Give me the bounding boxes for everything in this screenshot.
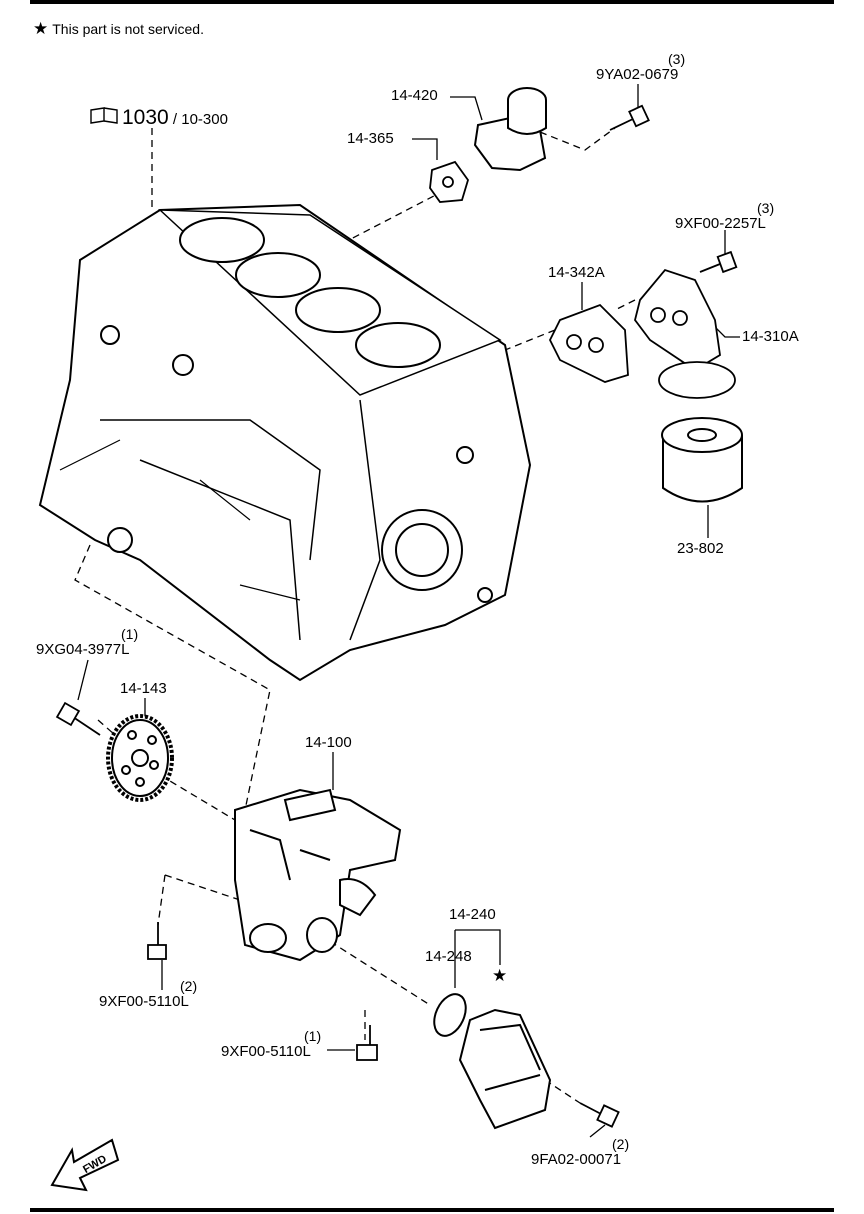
label-14-420: 14-420 bbox=[391, 87, 438, 104]
note-text: This part is not serviced. bbox=[52, 21, 204, 37]
qty-9xf00-5110l-2: (2) bbox=[180, 978, 198, 994]
oil-strainer-14-240 bbox=[458, 1008, 552, 1130]
label-14-100: 14-100 bbox=[305, 734, 352, 751]
star-marker: ★ bbox=[492, 966, 508, 985]
sprocket-14-143 bbox=[106, 714, 174, 802]
gasket-14-365 bbox=[429, 160, 469, 203]
label-14-143: 14-143 bbox=[120, 680, 167, 697]
label-14-248: 14-248 bbox=[425, 948, 472, 965]
qty-9ya02-0679: (3) bbox=[668, 51, 686, 67]
gasket-14-342a bbox=[548, 303, 629, 383]
label-14-310a: 14-310A bbox=[742, 328, 799, 345]
top-border bbox=[30, 0, 834, 4]
label-9xf00-5110l-2: 9XF00-5110L bbox=[99, 993, 189, 1010]
label-14-365: 14-365 bbox=[347, 130, 394, 147]
bolt-9fa02-00071 bbox=[579, 1102, 620, 1128]
oil-filter-23-802 bbox=[661, 417, 743, 503]
cylinder-block-1030 bbox=[38, 203, 532, 682]
qty-9xf00-5110l-1: (1) bbox=[304, 1028, 322, 1044]
label-9xf00-5110l-1: 9XF00-5110L bbox=[221, 1043, 311, 1060]
qty-9xg04-3977l: (1) bbox=[121, 626, 139, 642]
o-ring-14-248 bbox=[433, 993, 467, 1037]
star-icon: ★ bbox=[33, 19, 49, 38]
oil-control-valve-14-420 bbox=[473, 87, 547, 172]
bolt-9xf00-5110l-2 bbox=[147, 922, 167, 960]
qty-9fa02-00071: (2) bbox=[612, 1136, 630, 1152]
qty-9xf00-2257l: (3) bbox=[757, 200, 775, 216]
bottom-border bbox=[30, 1208, 834, 1212]
oil-filter-body-14-310a bbox=[634, 268, 736, 399]
oil-pump-14-100 bbox=[234, 788, 402, 962]
label-14-240: 14-240 bbox=[449, 906, 496, 923]
label-14-342a: 14-342A bbox=[548, 264, 605, 281]
not-serviced-note: ★This part is not serviced. bbox=[33, 20, 204, 38]
label-9fa02-00071: 9FA02-00071 bbox=[531, 1151, 622, 1168]
bolt-9xf00-5110l-1 bbox=[356, 1025, 378, 1061]
book-icon bbox=[90, 107, 118, 124]
label-23-802: 23-802 bbox=[677, 540, 724, 557]
label-9xf00-2257l: 9XF00-2257L bbox=[675, 215, 766, 232]
bolt-9xf00-2257l bbox=[699, 250, 738, 274]
reference-sub: / 10-300 bbox=[168, 111, 228, 128]
solid-leaders bbox=[77, 84, 740, 1138]
fwd-arrow-icon: FWD bbox=[50, 1138, 120, 1192]
bolt-9ya02-0679 bbox=[609, 104, 650, 131]
section-reference: 1030 / 10-300 bbox=[122, 106, 228, 130]
reference-main: 1030 bbox=[122, 106, 169, 129]
label-9xg04-3977l: 9XG04-3977L bbox=[36, 641, 130, 658]
bolt-9xg04-3977l bbox=[55, 701, 101, 736]
label-9ya02-0679: 9YA02-0679 bbox=[596, 66, 679, 83]
